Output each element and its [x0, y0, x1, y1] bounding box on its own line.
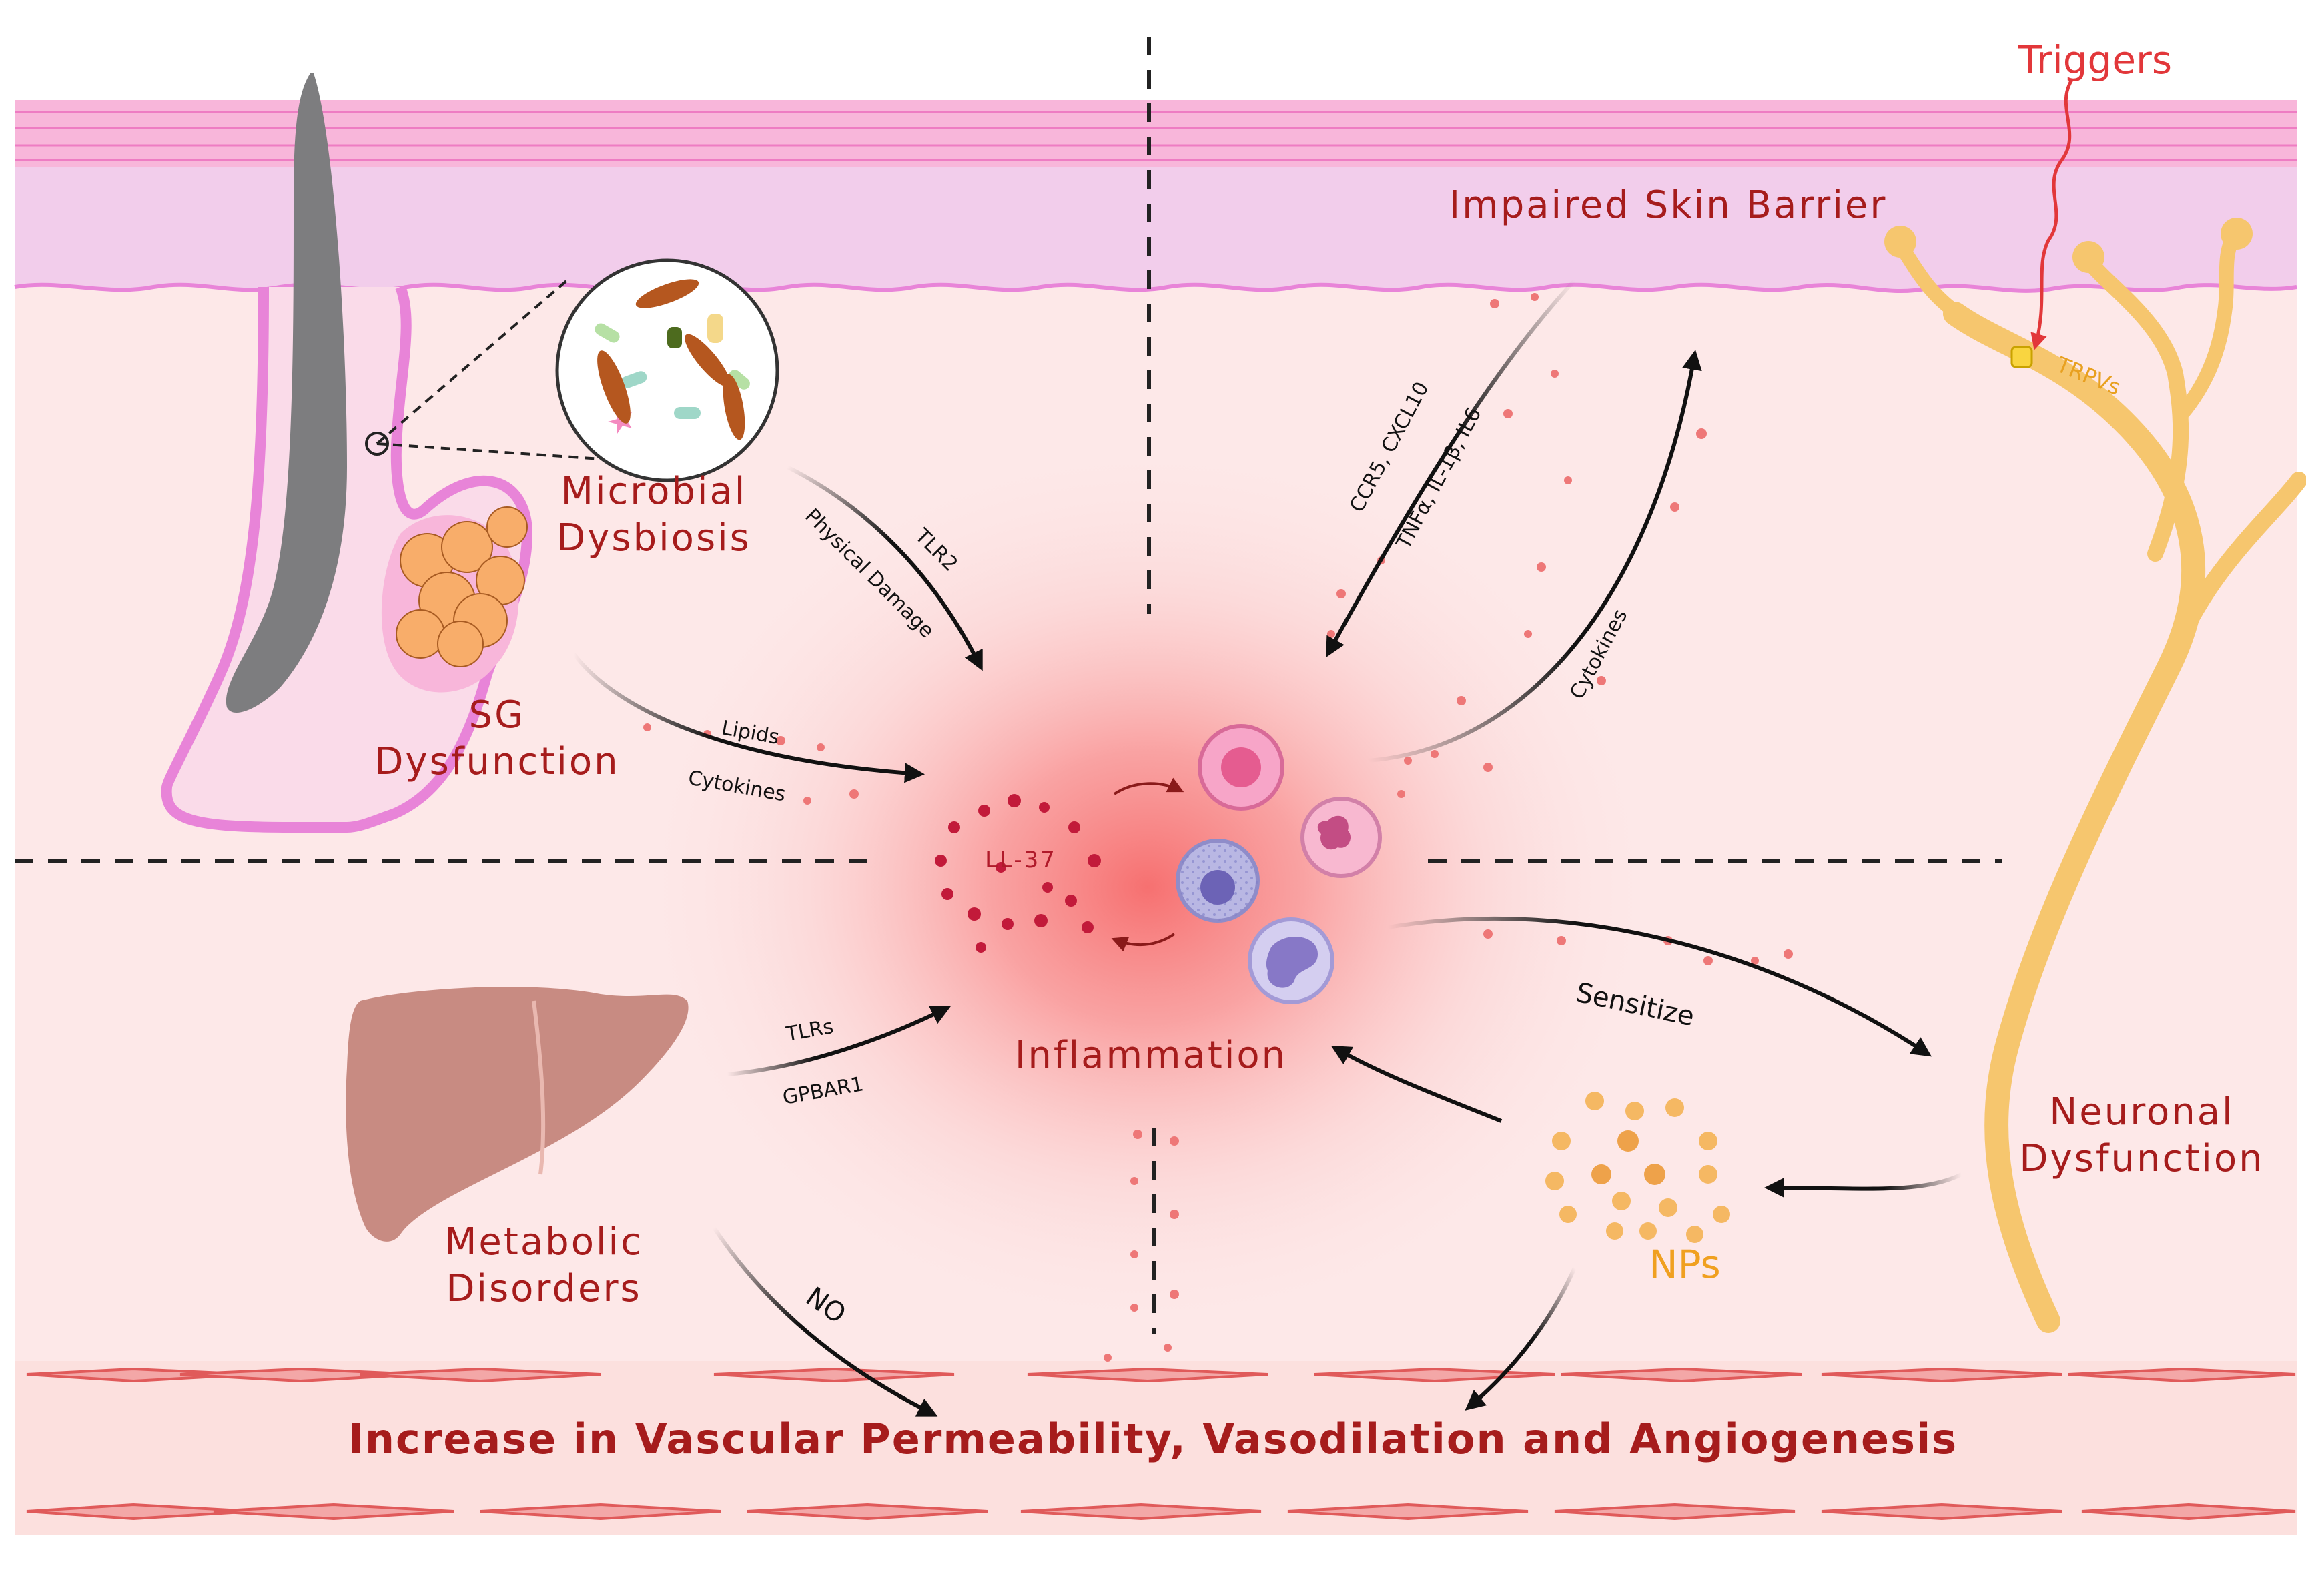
bacteria-icons	[595, 314, 750, 434]
vascular-label: Increase in Vascular Permeability, Vasod…	[348, 1415, 1958, 1463]
triggers-arrow	[2030, 79, 2074, 350]
impaired-skin-barrier-label: Impaired Skin Barrier	[1449, 183, 1888, 227]
microbial-label-line2: Dysbiosis	[556, 516, 751, 560]
sg-label-line1: SG	[469, 693, 526, 737]
demodex-mite-icons	[597, 279, 745, 440]
microbial-magnifier	[365, 258, 779, 482]
nps-to-vascular-arrow	[1465, 1266, 1577, 1411]
inflammation-to-barrier-arrow	[1367, 350, 1702, 763]
metabolic-to-inflammation-arrow	[727, 1006, 951, 1076]
nerve-to-nps-arrow	[1764, 1172, 1963, 1198]
sg-label-line2: Dysfunction	[374, 740, 619, 783]
sg-to-inflammation-arrow	[572, 653, 925, 783]
microbial-label-line1: Microbial	[561, 470, 747, 513]
metabolic-label-line1: Metabolic	[444, 1220, 643, 1264]
trpv-channel-icon	[2010, 346, 2033, 368]
liver-icon	[346, 987, 689, 1242]
barrier-to-inflammation-arrow	[1326, 278, 1577, 658]
no-to-vascular-arrow	[712, 1226, 938, 1417]
ll37-peptides	[935, 794, 1101, 953]
sebaceous-gland	[396, 506, 528, 667]
skin-barrier-layers	[14, 100, 2297, 294]
cytokine-dots	[643, 293, 1793, 1362]
cells-to-ll37-arrow	[1111, 933, 1176, 952]
quadrant-dividers	[15, 37, 2002, 1334]
sensitize-arrow	[1387, 916, 1932, 1057]
nps-label: NPs	[1649, 1242, 1721, 1287]
ll37-to-cells-arrow	[1113, 777, 1184, 795]
nerve-fiber	[1884, 218, 2306, 1333]
neuropeptide-dots	[1545, 1092, 1730, 1243]
ll37-label: LL-37	[985, 847, 1057, 873]
inflammation-label: Inflammation	[1015, 1034, 1287, 1077]
neuronal-label-line1: Neuronal	[2049, 1090, 2234, 1134]
immune-cells	[1176, 724, 1382, 1004]
neuronal-label-line2: Dysfunction	[2019, 1137, 2264, 1180]
nps-to-inflammation-arrow	[1330, 1046, 1503, 1123]
inflammation-glow	[627, 434, 1668, 1341]
blood-vessel-bottom	[26, 1503, 2296, 1521]
metabolic-label-line2: Disorders	[446, 1267, 641, 1310]
microbial-to-inflammation-arrow	[786, 465, 983, 671]
triggers-label: Triggers	[2018, 37, 2172, 83]
